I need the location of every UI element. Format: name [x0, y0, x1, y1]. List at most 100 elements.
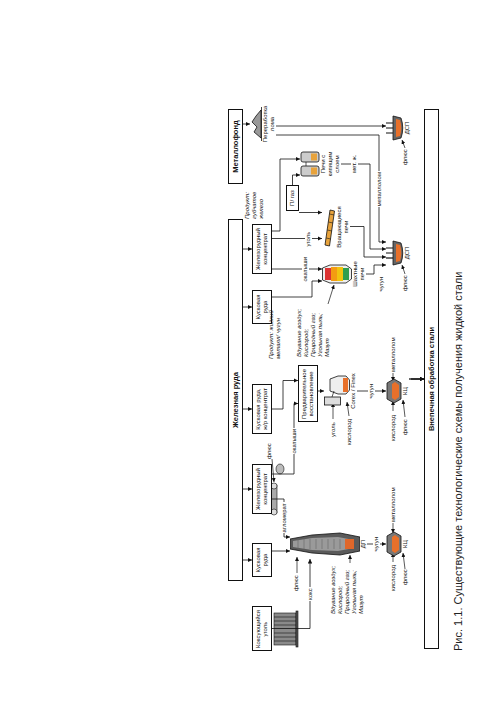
connector	[243, 307, 252, 308]
dsp-figure	[386, 237, 404, 269]
flow-label: окатыши	[302, 256, 309, 283]
flow-label: чугун	[378, 276, 385, 293]
material-label: Продукт: жидкий металл/ чугун	[268, 305, 282, 359]
process-box: Металлофонд	[228, 109, 243, 184]
shaft-figure	[322, 259, 352, 289]
process-box: Кусковая руда	[252, 543, 272, 577]
process-box: Предварительное восстановление	[298, 366, 318, 423]
scrap-figure	[250, 104, 262, 144]
input-arrows	[272, 140, 405, 573]
connector	[272, 238, 322, 239]
connector	[299, 212, 322, 213]
connector	[341, 164, 386, 249]
process-box: П/ газ	[286, 185, 299, 211]
connector	[243, 124, 250, 125]
furnace-node: Вращающиеся печи	[322, 205, 350, 250]
connector	[272, 551, 290, 552]
box-text: Кусковая руда	[255, 292, 269, 322]
material-label: флюс	[402, 275, 409, 291]
box-text: Металлофонд	[231, 111, 240, 182]
material-label: флюс	[266, 443, 273, 459]
box-text: Коксующийся уголь	[255, 609, 269, 650]
connector	[272, 404, 298, 475]
unit-label: ДП	[360, 529, 367, 559]
material-label: кислород	[390, 415, 397, 441]
box-text: Железорудный концентрат	[255, 466, 269, 512]
connector	[411, 379, 424, 380]
material-label: кислород	[390, 565, 397, 591]
box-text: Предварительное восстановление	[301, 368, 315, 421]
furnace-node: КЦ	[386, 376, 409, 406]
material-label: Вдувание воздух; Кислород; Природный газ…	[296, 307, 331, 357]
furnace-node: Corex / Finex	[324, 371, 357, 411]
flow-label: металлолом	[376, 171, 383, 208]
connector	[272, 159, 300, 231]
connector	[293, 175, 301, 185]
material-label: Вдувание воздух; Кислород; Природный газ…	[330, 564, 365, 614]
furnace-node: ДСП	[386, 112, 411, 144]
connector	[243, 489, 252, 490]
unit-label: Вращающиеся печи	[336, 205, 350, 250]
coke-battery	[274, 611, 298, 647]
material-label: флюс	[402, 419, 409, 435]
figure-caption: Рис. 1.1. Существующие технологические с…	[452, 272, 465, 651]
connector	[272, 281, 322, 297]
box-text: Кусковая руда, ж/р концентрат	[255, 386, 269, 432]
unit-label: ДСП	[404, 237, 411, 269]
connector	[366, 265, 386, 274]
unit-label: ДСП	[404, 112, 411, 144]
pelletizer	[276, 464, 284, 474]
material-label: флюс	[402, 149, 409, 165]
process-box: Коксующийся уголь	[252, 607, 272, 652]
connector	[409, 379, 424, 380]
material-label: кислород	[346, 419, 353, 445]
box-text: Железорудный концентрат	[255, 226, 269, 272]
flow-label: мет. ж.	[351, 154, 358, 174]
material-label: металлолом	[390, 337, 397, 372]
connector	[350, 227, 386, 258]
process-box: Железорудный концентрат	[252, 224, 272, 274]
connector	[272, 381, 298, 410]
process-box: Железная руда	[228, 219, 243, 581]
connector	[409, 379, 424, 380]
process-box: Внепечная обработка стали	[424, 109, 439, 649]
connector	[243, 249, 252, 250]
box-text: П/ газ	[289, 187, 296, 209]
furnace-node: Печи с кипящим слоем	[300, 144, 341, 184]
material-label: флюс	[293, 575, 300, 591]
connector	[272, 499, 290, 537]
process-box: Железорудный концентрат	[252, 464, 272, 514]
connector	[318, 391, 324, 392]
unit-label: Шахтные печи	[352, 259, 366, 289]
rot-figure	[322, 207, 336, 247]
connector	[411, 379, 424, 380]
unit-label: Переработка лома	[262, 104, 276, 144]
unit-label: Corex / Finex	[350, 371, 357, 411]
dsp-figure	[386, 112, 404, 144]
furnace-node: ДП	[290, 529, 367, 559]
unit-label: Печи с кипящим слоем	[320, 144, 341, 184]
material-label: металлолом	[390, 487, 397, 522]
flow-label: уголь	[305, 231, 312, 248]
corex-figure	[324, 371, 350, 411]
furnace-node: КЦ	[386, 529, 409, 559]
connector	[276, 126, 386, 127]
unit-label: КЦ	[402, 376, 409, 406]
kc-figure	[386, 529, 402, 559]
flow-label: кокс	[307, 587, 314, 601]
flow-label: окатыши	[291, 428, 298, 455]
kc-figure	[386, 376, 402, 406]
connector	[272, 269, 322, 270]
process-box: Кусковая руда, ж/р концентрат	[252, 384, 272, 434]
connector	[272, 559, 310, 629]
material-label: Продукт: губчатое железо	[244, 185, 265, 219]
furnace-node: Переработка лома	[250, 104, 276, 144]
material-label: уголь	[330, 422, 337, 437]
flow-label: чугун	[368, 383, 375, 400]
box-text: Железная руда	[231, 221, 240, 579]
flow-label: агломерат	[281, 502, 288, 533]
box-text: Внепечная обработка стали	[427, 111, 436, 647]
fluid-figure	[300, 144, 320, 184]
connector	[243, 560, 252, 561]
